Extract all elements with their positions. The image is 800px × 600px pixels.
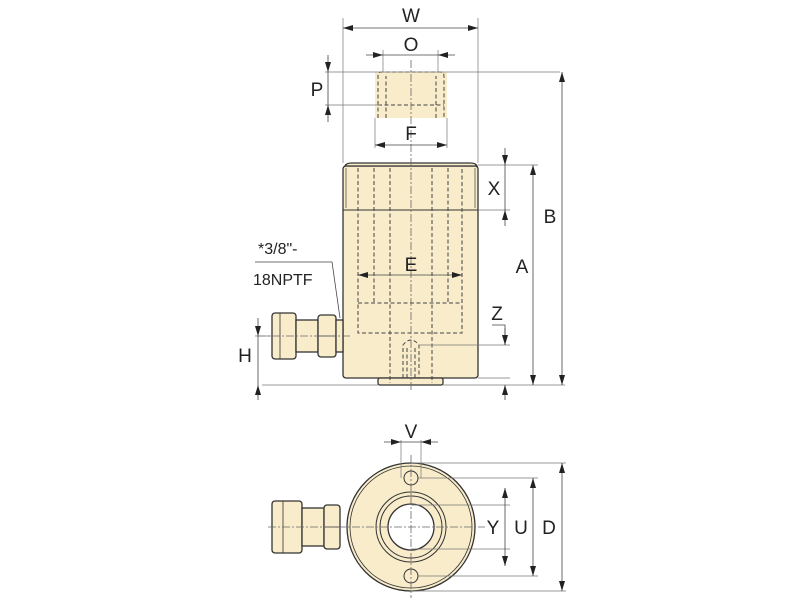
port-thread-label-1: *3/8"- [258, 241, 297, 258]
dim-label-z: Z [491, 304, 503, 325]
dim-label-a: A [516, 257, 529, 278]
dim-label-w: W [402, 6, 420, 27]
dim-label-o: O [404, 35, 419, 56]
dim-label-d: D [542, 518, 556, 539]
dim-label-v: V [405, 422, 418, 443]
dim-label-e: E [405, 255, 418, 276]
dim-label-u: U [514, 518, 528, 539]
side-view: W O P F X B A E Z H *3/8"- 18NPTF [238, 6, 565, 400]
base-boss [377, 377, 444, 386]
dim-label-x: X [488, 179, 501, 200]
bottom-view: V Y U D [268, 422, 566, 598]
dim-label-b: B [544, 207, 557, 228]
dim-label-f: F [405, 124, 417, 145]
dim-label-h: H [238, 346, 252, 367]
port-thread-label-2: 18NPTF [253, 272, 313, 289]
dim-label-p: P [311, 80, 324, 101]
dim-label-y: Y [487, 518, 500, 539]
